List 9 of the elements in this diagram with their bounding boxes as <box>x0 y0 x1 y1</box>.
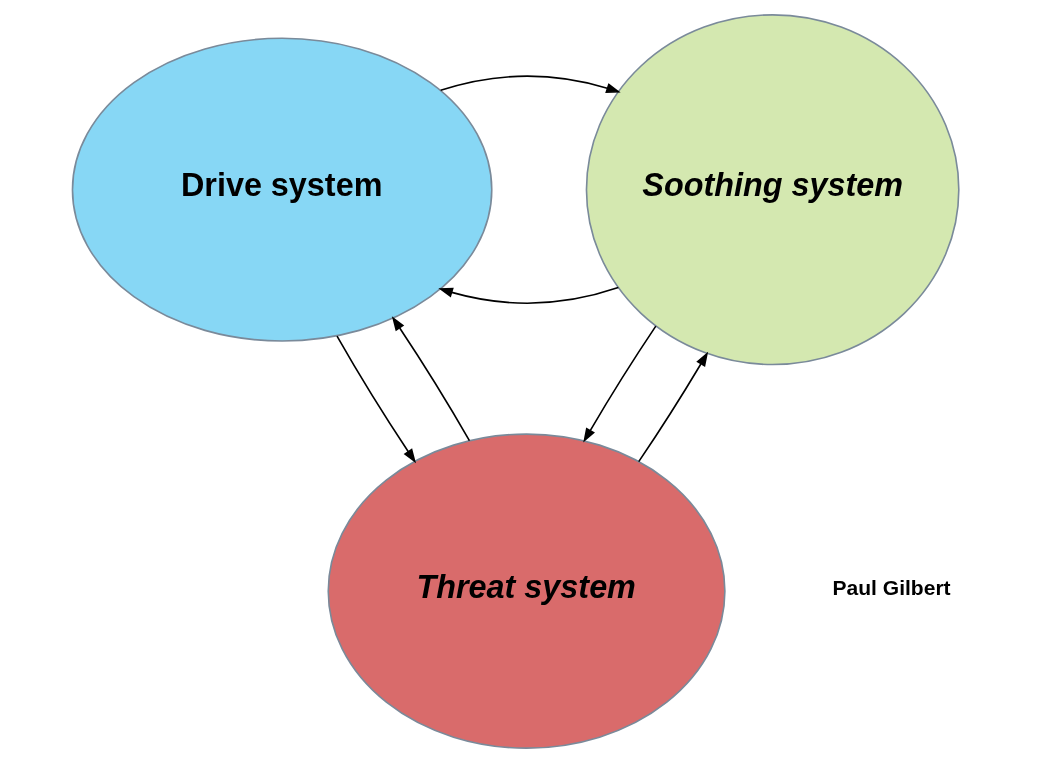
arrow <box>335 335 416 464</box>
node-ellipse: Drive system <box>71 37 493 342</box>
arrow <box>437 286 619 304</box>
arrow <box>439 75 621 93</box>
node-ellipse: Threat system <box>326 433 726 749</box>
arrow <box>582 325 657 443</box>
arrow <box>637 351 708 463</box>
label: Paul Gilbert <box>832 576 951 600</box>
arrow <box>391 316 470 442</box>
